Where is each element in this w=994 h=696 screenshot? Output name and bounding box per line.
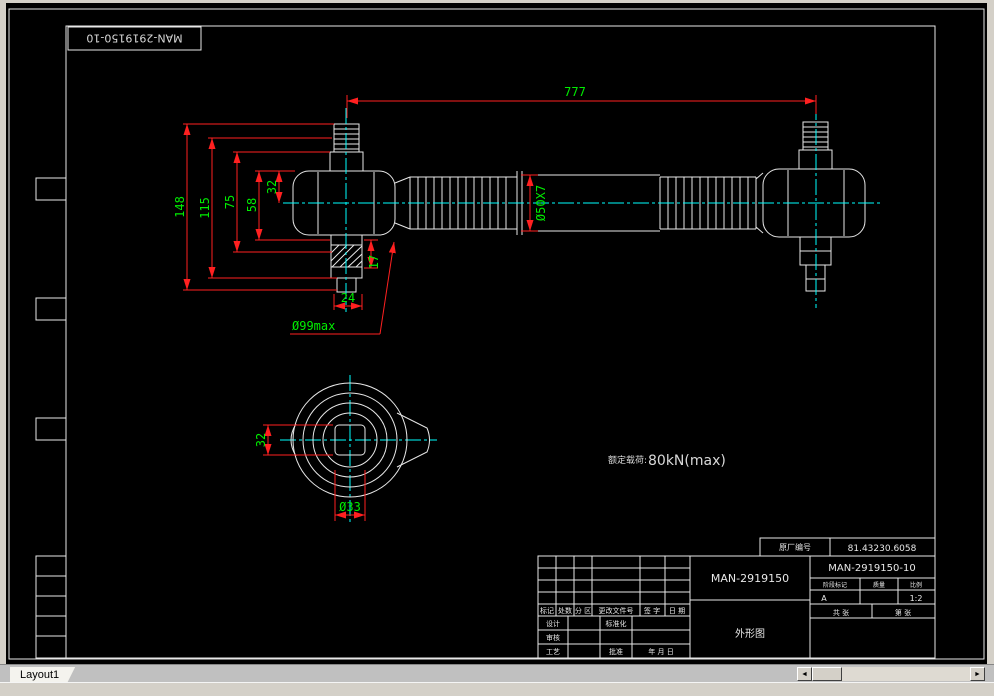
sig-date: 年 月 日 (648, 647, 673, 656)
rated-load-label: 额定载荷: (608, 454, 647, 466)
sig-check: 审核 (546, 633, 560, 642)
title-block: 标记 处数 分 区 更改文件号 签 字 日 期 设计 审核 工艺 标准化 批准 … (537, 537, 936, 659)
scroll-thumb[interactable] (812, 667, 842, 681)
tab-layout1[interactable]: Layout1 (10, 667, 75, 683)
rated-load-annotation: 额定载荷: 80kN(max) (608, 453, 726, 469)
dim-tube: Ø50X7 (534, 185, 548, 221)
rated-load-value: 80kN(max) (648, 453, 726, 469)
dim-115: 115 (198, 197, 212, 219)
stage-value: A (821, 594, 827, 603)
rev-header-date: 日 期 (669, 607, 685, 615)
rev-header-doc: 更改文件号 (599, 606, 634, 615)
stage-label: 阶段标记 (823, 581, 847, 589)
scale-label: 比例 (910, 581, 922, 589)
sheet-number: 第 张 (895, 608, 911, 617)
end-view (290, 382, 430, 498)
dimension-lines: 777 148 115 75 58 32 17 24 Ø99max (173, 85, 817, 521)
drawing-number: MAN-2919150-10 (828, 563, 915, 574)
scroll-right-button[interactable]: ► (970, 667, 985, 681)
oem-label: 原厂编号 (779, 542, 811, 552)
dim-bore: Ø33 (339, 500, 361, 514)
rev-header-mark: 标记 (540, 606, 554, 615)
dim-hub-32: 32 (254, 433, 268, 447)
sig-standard: 标准化 (606, 619, 627, 628)
sig-design: 设计 (546, 619, 560, 628)
rev-header-zone: 分 区 (575, 606, 591, 615)
dim-24: 24 (341, 291, 355, 305)
sheet-frame (8, 8, 985, 660)
rev-header-count: 处数 (558, 606, 572, 615)
dim-148: 148 (173, 196, 187, 218)
view-name: 外形图 (735, 628, 765, 640)
corner-label-text: MAN-2919150-10 (86, 32, 182, 45)
rev-header-sign: 签 字 (644, 606, 660, 615)
mass-label: 质量 (873, 581, 885, 589)
dim-length: 777 (564, 85, 586, 99)
scroll-left-button[interactable]: ◄ (797, 667, 812, 681)
dim-eye-od: Ø99max (292, 319, 335, 333)
oem-number: 81.43230.6058 (848, 544, 917, 554)
sig-approve: 批准 (609, 647, 623, 656)
zone-marks (35, 177, 67, 659)
dim-75: 75 (223, 195, 237, 209)
scale-value: 1:2 (910, 594, 923, 603)
centerlines (280, 104, 880, 523)
sig-process: 工艺 (546, 648, 560, 656)
paper-space[interactable] (6, 3, 987, 664)
dim-58: 58 (245, 198, 259, 212)
tab-layout1-label: Layout1 (20, 669, 60, 681)
horizontal-scrollbar[interactable]: ◄ ► (797, 667, 985, 681)
status-strip (0, 682, 994, 696)
part-number: MAN-2919150 (711, 572, 789, 585)
layout-tab-bar: Layout1 ◄ ► (0, 664, 994, 682)
dim-17: 17 (367, 255, 381, 269)
corner-label-box: MAN-2919150-10 (67, 26, 202, 51)
total-sheets: 共 张 (833, 608, 849, 617)
dim-32: 32 (265, 180, 279, 194)
